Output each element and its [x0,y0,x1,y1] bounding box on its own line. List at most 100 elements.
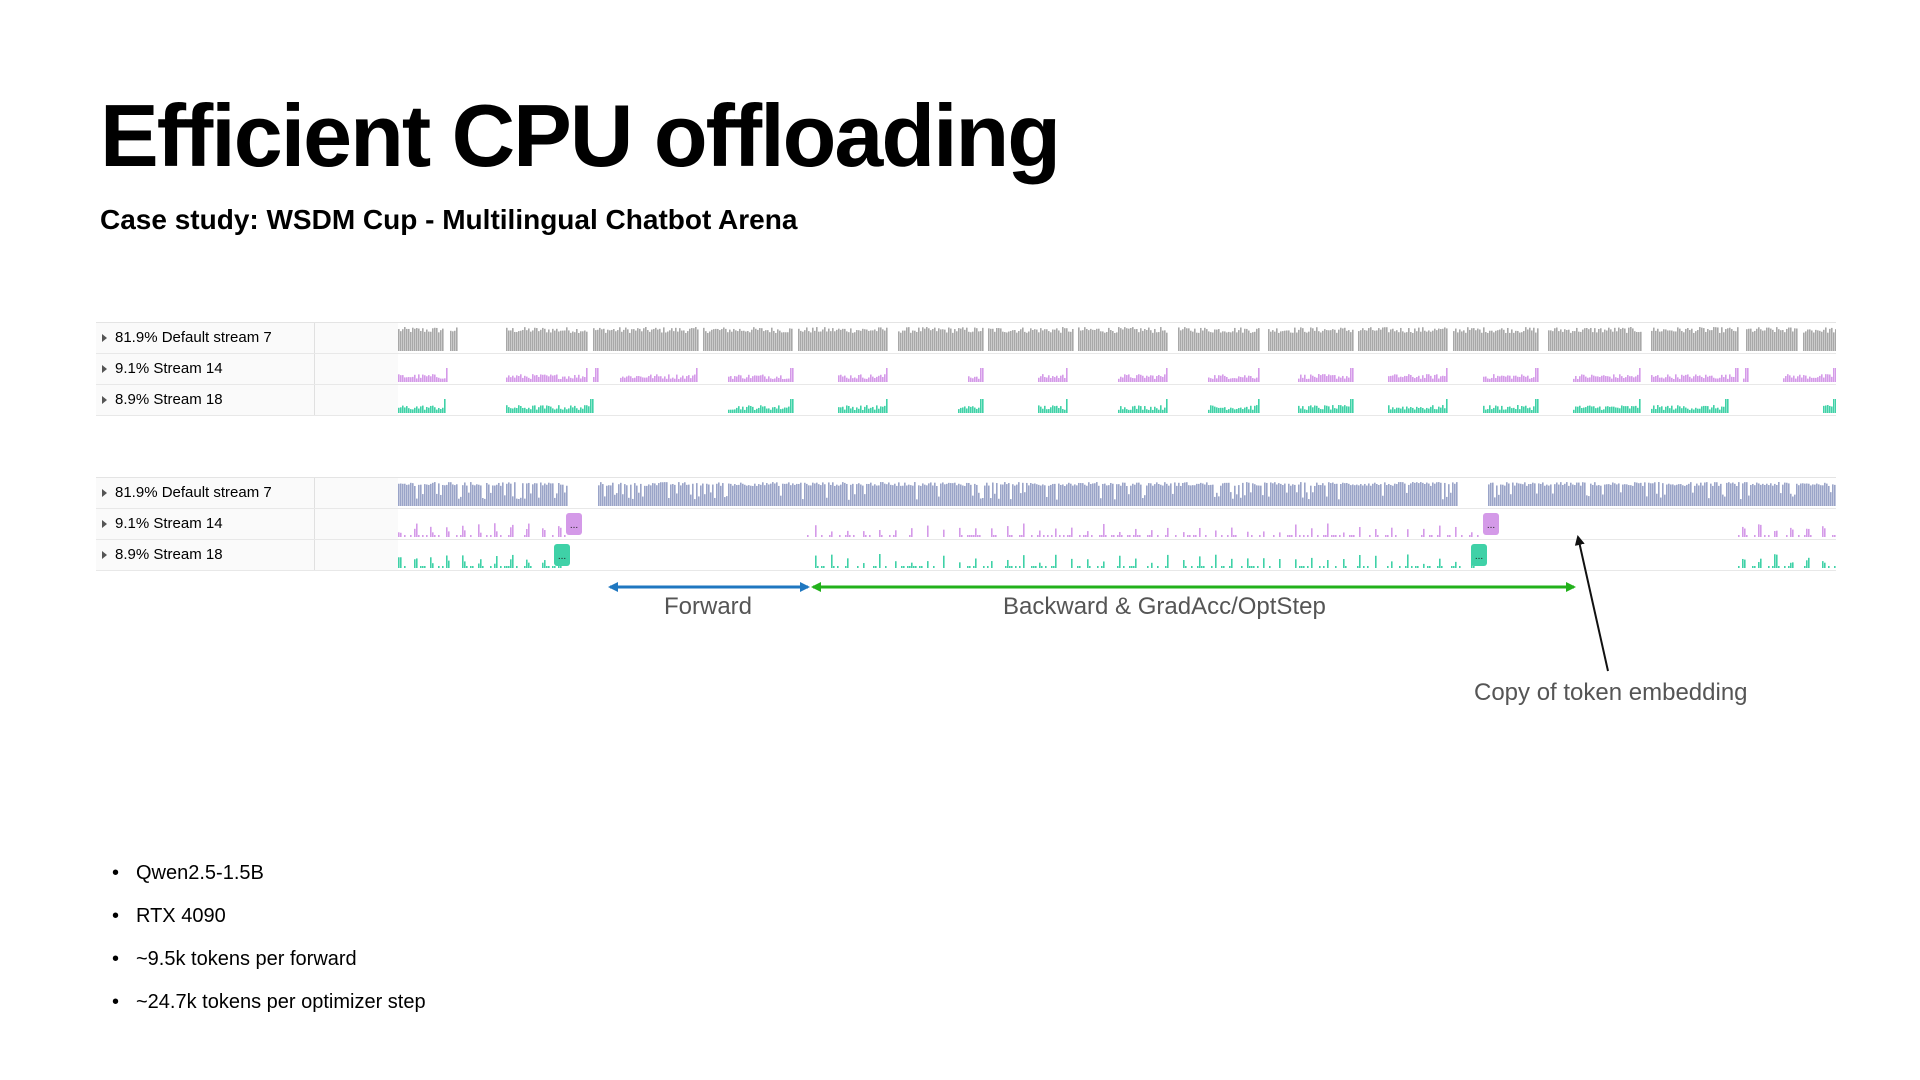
activity-bar [1133,535,1135,537]
activity-bar [838,328,840,351]
activity-bar [1303,566,1305,568]
activity-bar [1473,566,1475,568]
activity-bar [1829,405,1831,413]
activity-bar [1282,485,1284,506]
activity-bar [954,329,956,351]
activity-bar [1424,330,1426,351]
collapsed-event-marker[interactable]: ... [1483,513,1499,535]
activity-bar [1635,405,1637,413]
activity-bar [792,368,794,382]
activity-bar [1499,409,1501,413]
expand-arrow-icon[interactable] [102,395,107,404]
activity-bar [838,485,840,506]
expand-arrow-icon[interactable] [102,364,107,373]
activity-bar [1080,483,1082,506]
stream-track[interactable] [398,354,1836,384]
activity-bar [1320,485,1322,506]
activity-bar [1322,374,1324,382]
activity-bar [1711,375,1713,382]
activity-bar [522,483,524,506]
activity-bar [1252,332,1254,351]
activity-bar [438,332,440,351]
activity-bar [564,330,566,351]
activity-bar [875,566,877,568]
activity-bar [462,555,464,568]
activity-bar [1258,328,1260,351]
collapsed-event-marker[interactable]: ... [1471,544,1487,566]
activity-bar [1794,328,1796,351]
activity-bar [664,482,666,506]
row-label[interactable]: 8.9% Stream 18 [96,540,315,570]
activity-bar [1276,328,1278,351]
bullet-item: ~9.5k tokens per forward [112,938,426,981]
activity-bar [1581,374,1583,382]
activity-bar [749,332,751,351]
activity-bar [1638,483,1640,506]
activity-bar [432,328,434,351]
activity-bar [638,492,640,506]
activity-bar [1126,328,1128,351]
activity-bar [1324,329,1326,351]
stream-track[interactable] [398,478,1836,508]
activity-bar [1696,483,1698,506]
activity-bar [1632,485,1634,506]
collapsed-event-marker[interactable]: ... [554,544,570,566]
activity-bar [1140,484,1142,506]
activity-bar [1456,482,1458,506]
activity-bar [1400,408,1402,413]
activity-bar [922,483,924,506]
activity-bar [446,555,448,568]
activity-bar [1152,409,1154,413]
activity-bar [1505,376,1507,382]
row-label[interactable]: 81.9% Default stream 7 [96,478,315,508]
activity-bar [1272,330,1274,351]
stream-track[interactable] [398,323,1836,353]
activity-bar [548,376,550,382]
activity-bar [1483,405,1485,413]
activity-bar [1734,483,1736,506]
activity-bar [1210,484,1212,506]
row-label[interactable]: 81.9% Default stream 7 [96,323,315,353]
activity-bar [627,329,629,351]
activity-bar [1632,328,1634,351]
activity-bar [1311,557,1313,568]
activity-bar [580,378,582,382]
activity-bar [1364,330,1366,351]
activity-bar [1009,566,1011,568]
activity-bar [943,555,945,568]
activity-bar [1096,328,1098,351]
stream-track[interactable] [398,385,1836,415]
activity-bar [1394,409,1396,413]
activity-bar [831,531,833,537]
activity-bar [1768,485,1770,506]
row-label[interactable]: 8.9% Stream 18 [96,385,315,415]
activity-bar [1798,485,1800,506]
expand-arrow-icon[interactable] [102,550,107,559]
activity-bar [784,378,786,382]
stream-track[interactable]: ...... [398,540,1836,570]
activity-bar [1457,332,1459,351]
expand-arrow-icon[interactable] [102,488,107,497]
stream-track[interactable]: ...... [398,509,1836,539]
activity-bar [1192,485,1194,506]
activity-bar [1286,330,1288,351]
activity-bar [518,376,520,382]
activity-bar [410,535,412,537]
activity-bar [784,407,786,413]
activity-bar [1671,405,1673,413]
activity-bar [418,408,420,413]
activity-bar [1603,375,1605,382]
activity-bar [924,484,926,506]
activity-bar [656,485,658,506]
expand-arrow-icon[interactable] [102,519,107,528]
activity-bar [1570,482,1572,506]
row-label[interactable]: 9.1% Stream 14 [96,509,315,539]
expand-arrow-icon[interactable] [102,333,107,342]
row-label[interactable]: 9.1% Stream 14 [96,354,315,384]
activity-bar [631,329,633,351]
activity-bar [684,482,686,506]
activity-bar [1606,484,1608,506]
activity-bar [1228,331,1230,351]
activity-bar [1183,560,1185,568]
collapsed-event-marker[interactable]: ... [566,513,582,535]
